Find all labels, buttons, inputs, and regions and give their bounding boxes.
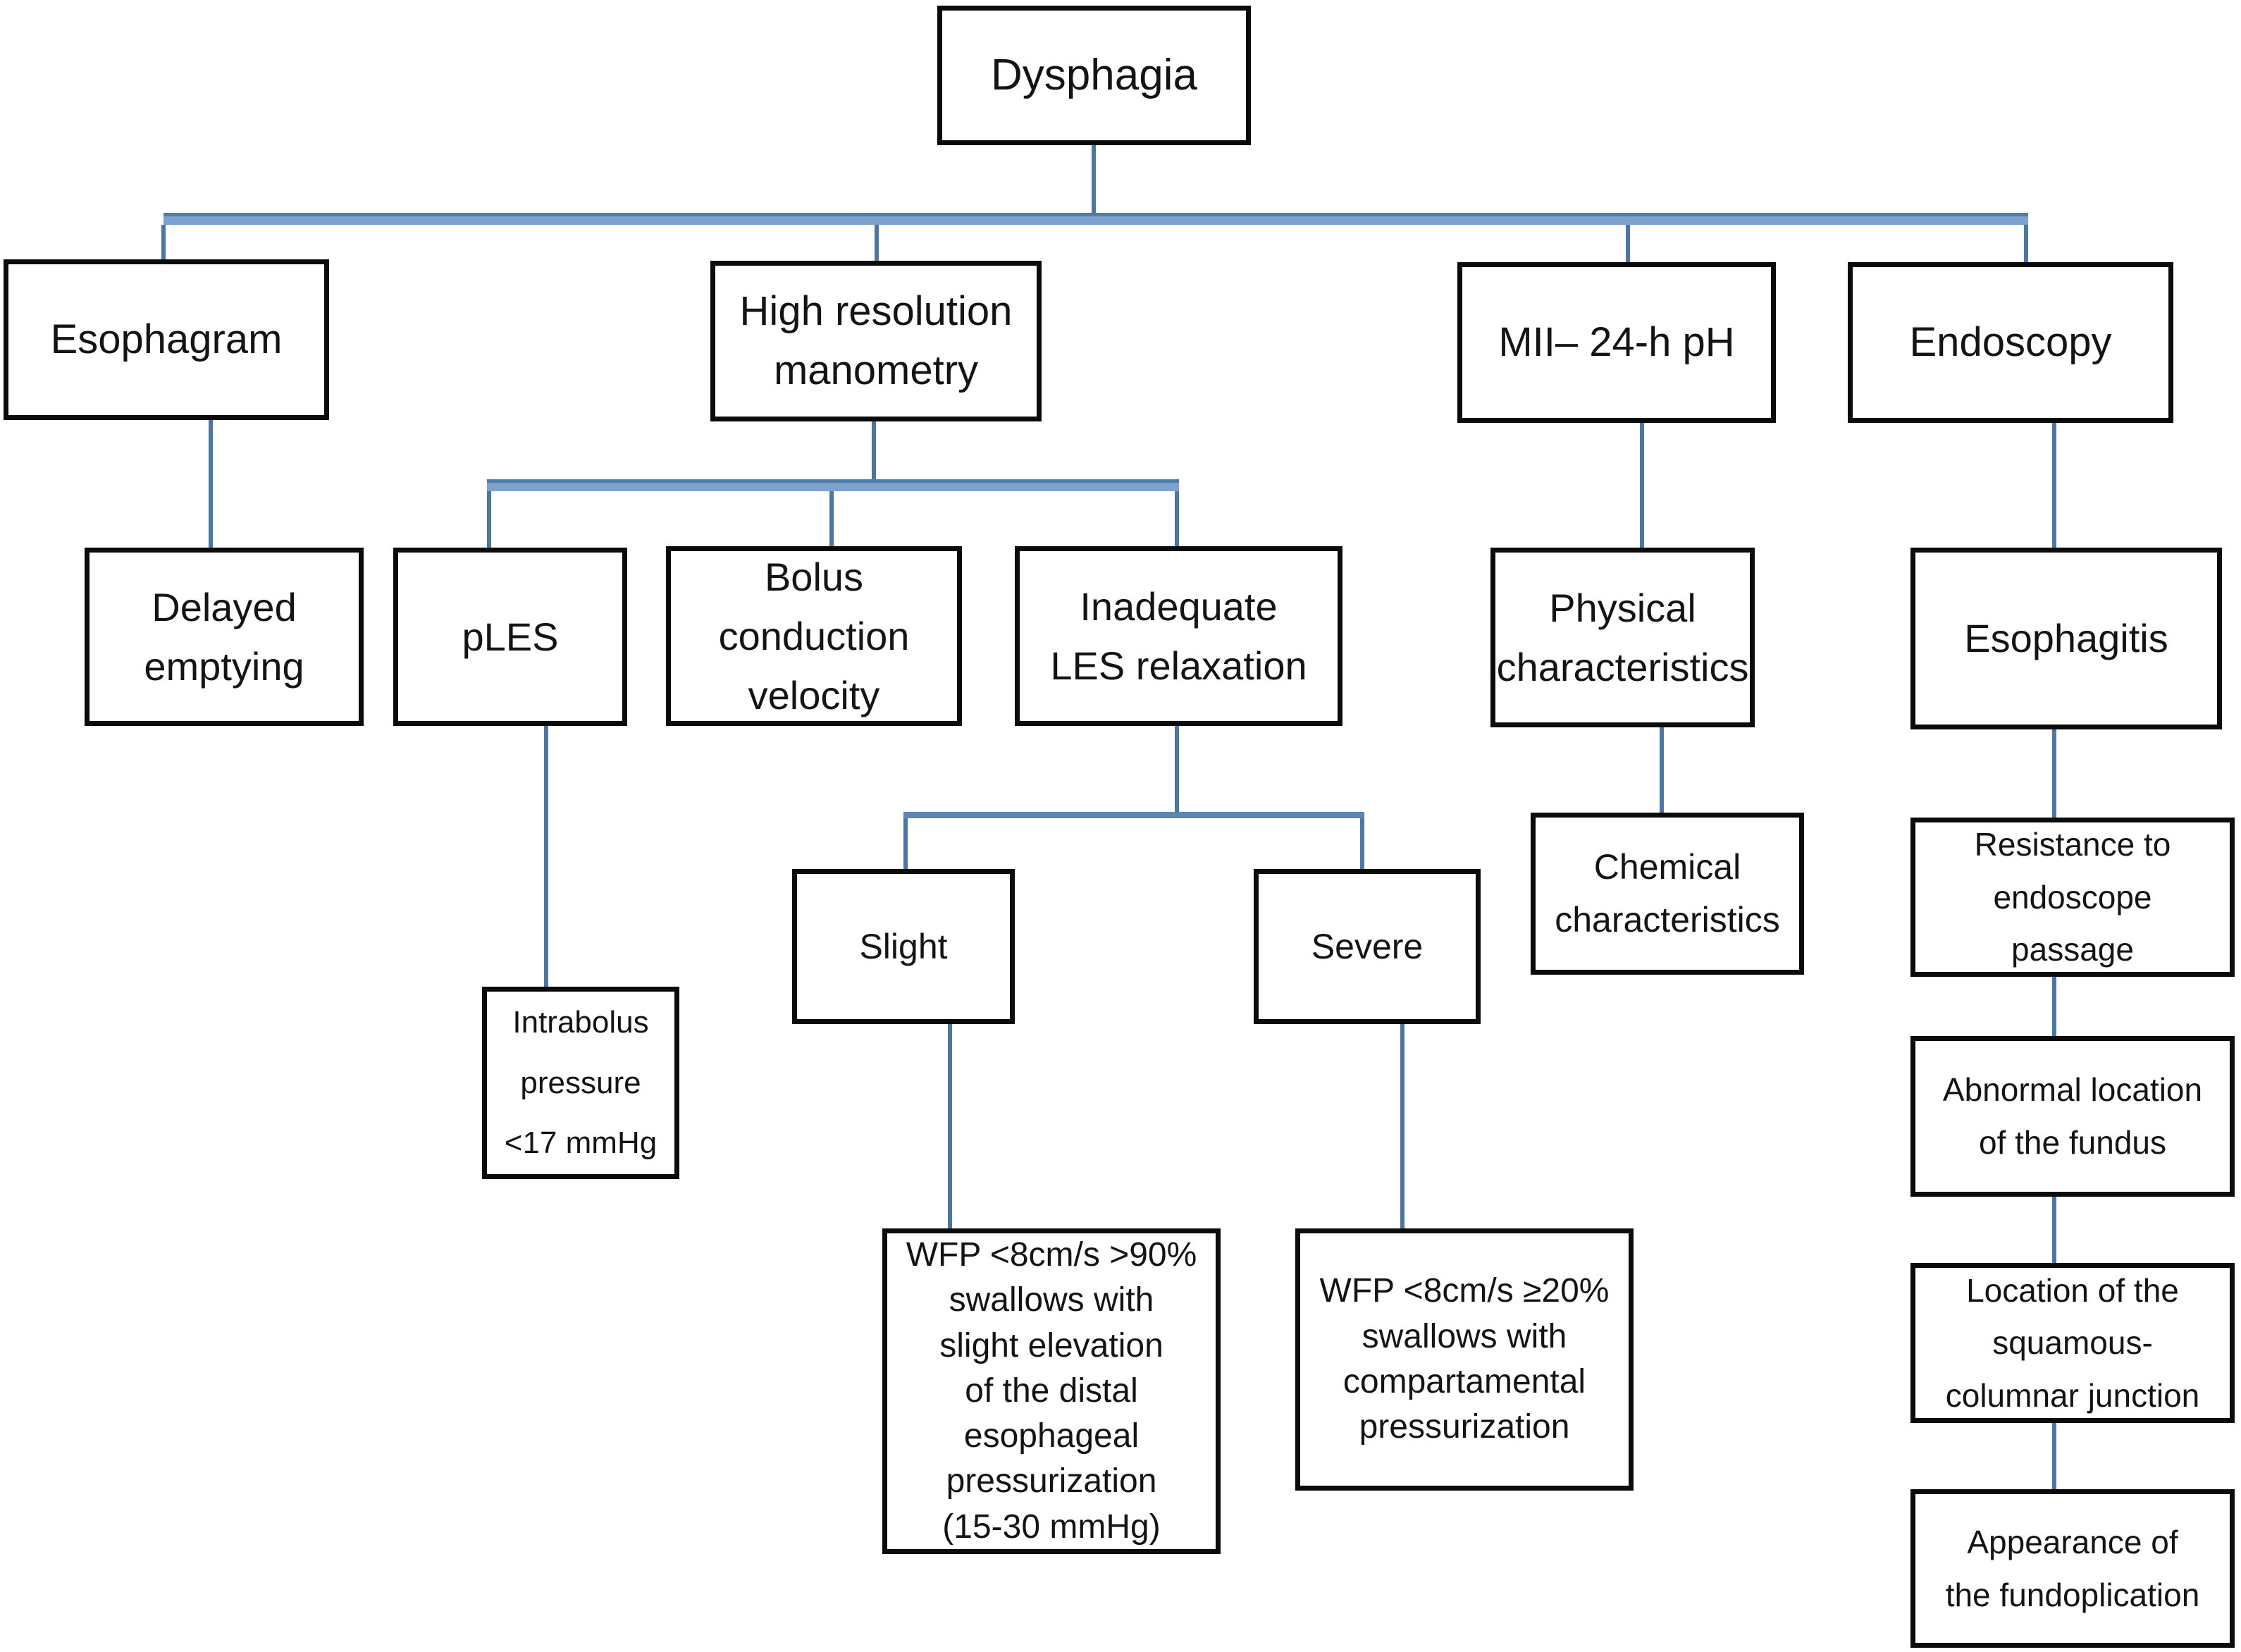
node-endoscopy: Endoscopy <box>1848 262 2173 423</box>
node-esophagram: Esophagram <box>4 259 329 420</box>
node-esophagram-label: Esophagram <box>50 316 283 362</box>
connector-endoscopy-esophagitis <box>2052 423 2056 548</box>
node-resistance-endoscope-passage: Resistance to endoscope passage <box>1910 818 2235 977</box>
connector-manometry-stem <box>872 421 876 479</box>
node-wfp-slight-criteria: WFP <8cm/s >90% swallows with slight ele… <box>882 1228 1221 1554</box>
connector-drop-ples <box>487 491 491 548</box>
connector-dysphagia-stem <box>1092 145 1096 214</box>
connector-drop-severe <box>1360 818 1364 869</box>
node-ples-label: pLES <box>462 614 559 659</box>
node-wfp-slight-criteria-label: WFP <8cm/s >90% swallows with slight ele… <box>906 1235 1197 1546</box>
node-inadequate-les-relaxation-label: Inadequate LES relaxation <box>1050 584 1307 688</box>
node-abnormal-location-fundus: Abnormal location of the fundus <box>1910 1036 2235 1197</box>
node-bolus-conduction-velocity-label: Bolus conduction velocity <box>718 554 910 717</box>
node-wfp-severe-criteria-label: WFP <8cm/s ≥20% swallows with compartame… <box>1319 1272 1610 1446</box>
connector-drop-mii-24h-ph <box>1626 225 1630 262</box>
node-wfp-severe-criteria: WFP <8cm/s ≥20% swallows with compartame… <box>1295 1228 1634 1491</box>
connector-inadequate-trunk <box>903 812 1364 818</box>
connector-abnormal-squamous-junction <box>2052 1197 2056 1263</box>
node-physical-characteristics-label: Physical characteristics <box>1496 585 1749 689</box>
connector-resistance-abnormal-location <box>2052 977 2056 1036</box>
node-high-resolution-manometry: High resolution manometry <box>710 261 1042 421</box>
node-squamous-columnar-junction-label: Location of the squamous- columnar junct… <box>1945 1271 2200 1414</box>
connector-severe-wfp <box>1400 1024 1405 1228</box>
connector-inadequate-stem <box>1175 726 1179 812</box>
node-dysphagia-label: Dysphagia <box>991 51 1197 100</box>
node-intrabolus-pressure-label: Intrabolus pressure <17 mmHg <box>504 1004 658 1161</box>
node-squamous-columnar-junction: Location of the squamous- columnar junct… <box>1910 1263 2235 1423</box>
connector-drop-bolus-conduction-velocity <box>829 491 834 546</box>
node-appearance-fundoplication: Appearance of the fundoplication <box>1910 1489 2235 1648</box>
connector-mii-physical-characteristics <box>1640 423 1644 548</box>
node-severe: Severe <box>1254 869 1481 1024</box>
node-chemical-characteristics-label: Chemical characteristics <box>1555 847 1780 939</box>
node-delayed-emptying-label: Delayed emptying <box>144 584 304 689</box>
node-slight: Slight <box>792 869 1015 1024</box>
node-mii-24h-ph: MII– 24-h pH <box>1457 262 1776 423</box>
node-chemical-characteristics: Chemical characteristics <box>1531 813 1804 975</box>
node-esophagitis-label: Esophagitis <box>1964 616 2168 660</box>
node-bolus-conduction-velocity: Bolus conduction velocity <box>666 546 962 726</box>
node-delayed-emptying: Delayed emptying <box>85 548 364 726</box>
connector-ples-intrabolus-pressure <box>544 726 548 987</box>
connector-drop-inadequate-les-relaxation <box>1175 491 1179 546</box>
connector-manometry-trunk <box>487 479 1179 491</box>
node-severe-label: Severe <box>1311 926 1424 966</box>
connector-esophagitis-resistance <box>2052 729 2056 818</box>
connector-drop-high-resolution-manometry <box>875 225 879 261</box>
node-slight-label: Slight <box>859 926 948 966</box>
connector-drop-esophagram <box>161 225 166 259</box>
connector-drop-endoscopy <box>2024 225 2028 262</box>
connector-drop-slight <box>903 818 908 869</box>
node-high-resolution-manometry-label: High resolution manometry <box>739 288 1013 393</box>
node-esophagitis: Esophagitis <box>1910 548 2222 729</box>
node-physical-characteristics: Physical characteristics <box>1490 548 1755 727</box>
node-resistance-endoscope-passage-label: Resistance to endoscope passage <box>1974 826 2171 968</box>
node-intrabolus-pressure: Intrabolus pressure <17 mmHg <box>482 987 679 1179</box>
connector-level1-trunk <box>163 213 2028 225</box>
node-endoscopy-label: Endoscopy <box>1909 319 2112 365</box>
node-mii-24h-ph-label: MII– 24-h pH <box>1498 319 1735 365</box>
node-inadequate-les-relaxation: Inadequate LES relaxation <box>1015 546 1342 726</box>
node-abnormal-location-fundus-label: Abnormal location of the fundus <box>1942 1071 2203 1161</box>
node-dysphagia: Dysphagia <box>937 6 1251 145</box>
node-ples: pLES <box>393 548 627 726</box>
node-appearance-fundoplication-label: Appearance of the fundoplication <box>1945 1523 2200 1613</box>
connector-esophagram-delayed-emptying <box>209 420 213 548</box>
connector-squamous-fundoplication <box>2052 1423 2056 1489</box>
connector-slight-wfp <box>948 1024 952 1228</box>
connector-physical-chemical-characteristics <box>1660 727 1664 813</box>
